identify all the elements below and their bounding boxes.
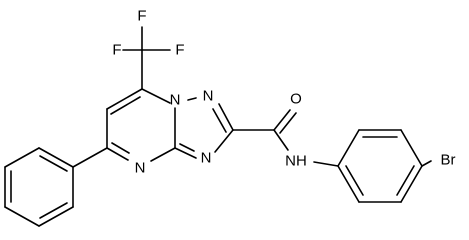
chemical-structure: F F F N N N N O NH Br [4, 8, 456, 227]
bond [279, 112, 297, 134]
bond [38, 147, 74, 168]
bond [174, 147, 197, 159]
bond [421, 160, 432, 167]
bond [337, 129, 360, 167]
bond [214, 129, 234, 153]
bond [106, 88, 143, 110]
bond [39, 202, 68, 219]
atom-label-oxygen: O [290, 91, 302, 108]
bond [179, 143, 195, 152]
bond [106, 147, 129, 161]
atom-label-fluorine: F [112, 42, 121, 59]
bond [400, 129, 423, 167]
bond [4, 147, 40, 168]
bond [4, 206, 40, 227]
atom-label-amide-nh: NH [285, 153, 307, 170]
atom-label-fluorine: F [175, 42, 184, 59]
bond [273, 129, 289, 151]
atom-label-fluorine: F [137, 8, 146, 25]
bond [111, 142, 130, 154]
bond [396, 165, 415, 196]
structure-drawing: F F F N N N N O NH Br [4, 8, 456, 227]
bond [218, 103, 234, 131]
atom-label-nitrogen: N [135, 160, 146, 177]
bond [187, 97, 197, 101]
bond [400, 165, 423, 203]
bond [345, 165, 364, 196]
bond [110, 96, 141, 115]
bond [273, 109, 291, 131]
bond [141, 88, 171, 104]
atom-label-bromine: Br [441, 152, 456, 169]
atom-label-nitrogen: N [201, 150, 212, 167]
bond [38, 206, 74, 227]
bond [150, 147, 176, 162]
bond [212, 108, 227, 133]
atom-label-nitrogen: N [170, 92, 181, 109]
atom-label-nitrogen: N [203, 88, 214, 105]
bond [39, 155, 68, 172]
bond [72, 147, 108, 168]
bond [313, 161, 339, 167]
bond [337, 165, 360, 203]
